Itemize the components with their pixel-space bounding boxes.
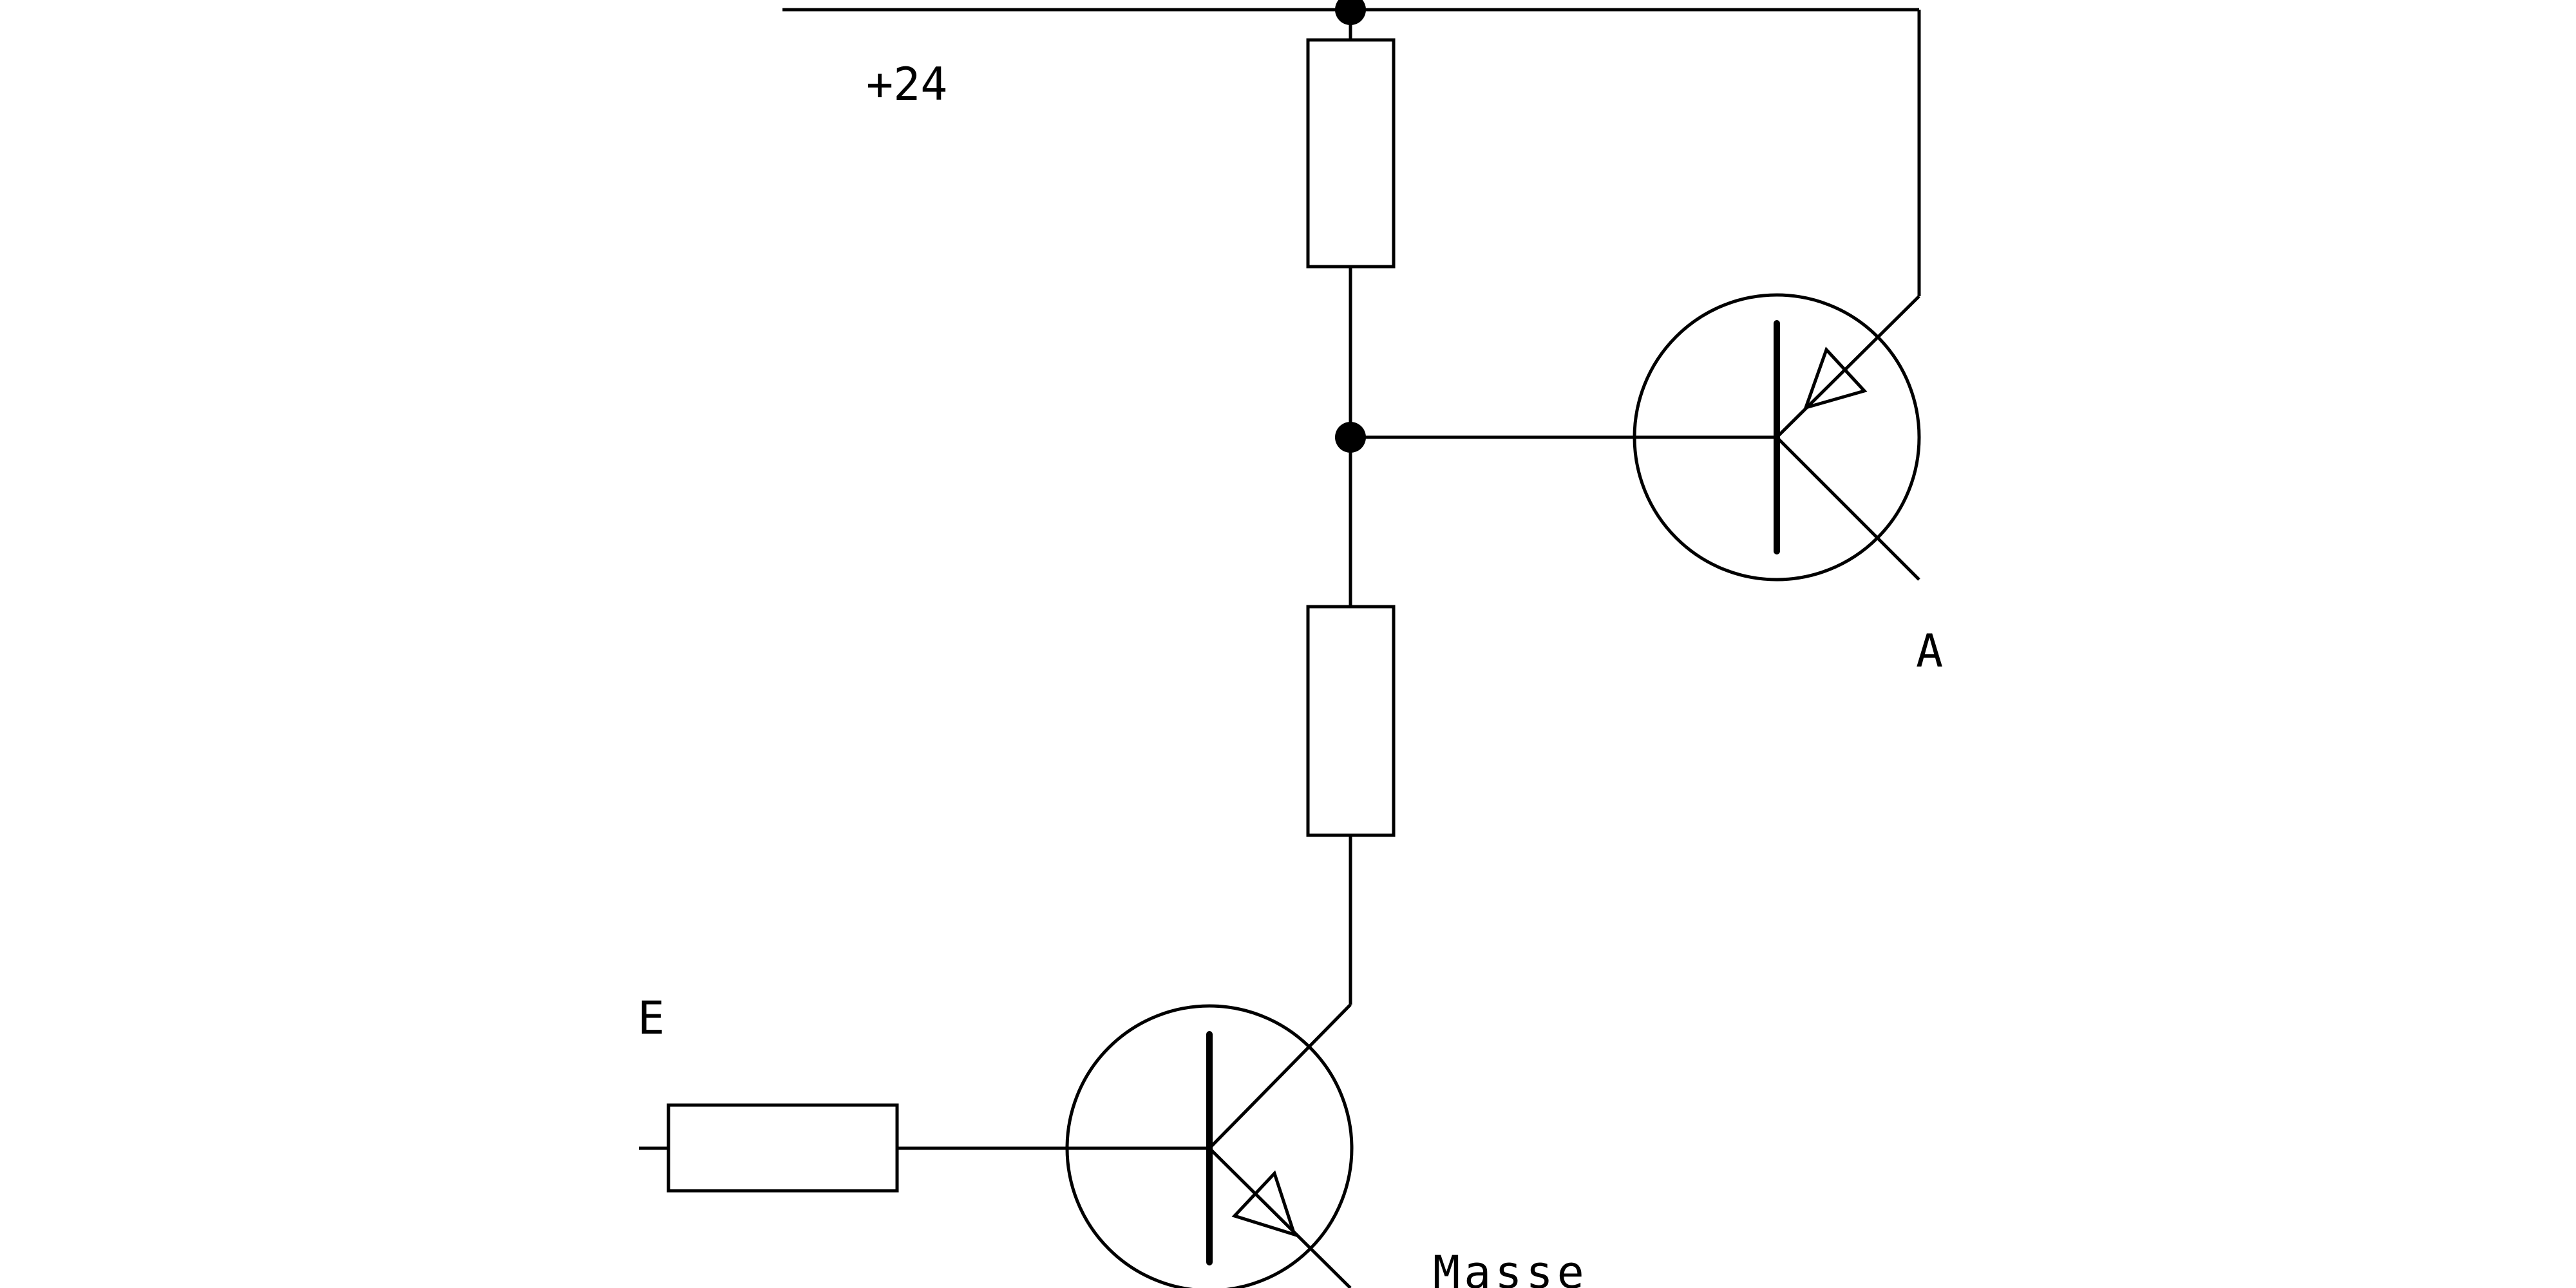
bottom-transistor	[1065, 1003, 1354, 1288]
emitter-arrow	[1803, 346, 1868, 410]
top-transistor	[1633, 293, 1921, 582]
top-resistor	[1306, 10, 1396, 607]
middle-resistor	[1306, 605, 1396, 1005]
input-label: E	[638, 992, 665, 1045]
mid-junction	[1335, 422, 1366, 453]
emitter-lead	[1776, 295, 1920, 439]
emitter-arrow	[1231, 1170, 1297, 1237]
supply-junction	[1335, 0, 1366, 25]
ground-label: Masse	[1433, 1246, 1588, 1288]
transistor-body	[1633, 293, 1921, 582]
emitter-lead	[1208, 1147, 1352, 1288]
supply-label: +24	[866, 58, 947, 111]
collector-lead	[1208, 1003, 1352, 1150]
input-resistor	[639, 1103, 1209, 1193]
output-label: A	[1916, 625, 1943, 677]
collector-lead	[1776, 436, 1920, 581]
